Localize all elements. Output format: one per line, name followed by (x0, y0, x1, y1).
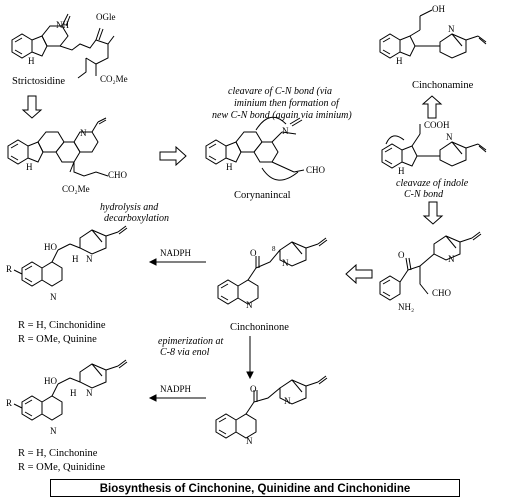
atom-n-amino: N (448, 254, 455, 264)
atom-n-quinoline-cinchonine: N (50, 426, 57, 436)
atom-h-acid: H (398, 166, 405, 176)
atom-cho-intermediate: CHO (108, 170, 128, 180)
reagent-nadph-top: NADPH (160, 248, 192, 258)
note-indole-line-1: cleavaze of indole (396, 178, 469, 189)
note-hydrolysis-line-1: hydrolysis and (100, 202, 159, 213)
atom-h-corynantheal: H (226, 162, 233, 172)
strictosidine-structure (11, 13, 115, 79)
atom-r-cinchonine: R (6, 398, 13, 408)
note-indole-line-2: C-N bond (404, 189, 444, 200)
atom-o-epimer: O (250, 384, 257, 394)
atom-ho-cinchonidine: HO (44, 242, 57, 252)
atom-h-cinchonidine: H (72, 254, 79, 264)
arrow-to-cinchoninone (345, 263, 373, 285)
amino-ketone-structure (379, 231, 482, 301)
cinchoninone-structure (217, 237, 328, 305)
atom-o-amino: O (398, 250, 405, 260)
note-epimerization-line-1: epimerization at (158, 336, 224, 347)
note-epimerization-line-2: C-8 via enol (160, 347, 210, 358)
arrow-to-amino-ketone (422, 201, 444, 225)
cinchonidine-structure (13, 225, 128, 287)
atom-co2me-intermediate: CO₂Me (62, 184, 90, 194)
atom-n-acid: N (446, 132, 453, 142)
corynantheal-structure (205, 116, 305, 181)
nadph-arrow-bottom (148, 394, 206, 402)
atom-h-cinchonamine: H (396, 56, 403, 66)
cinchoninone-epimer-structure (215, 375, 328, 439)
atom-n-quinoline-cinchoninone: N (246, 300, 253, 310)
atom-n-quinoline-cinchonidine: N (50, 292, 57, 302)
cinchonamine-structure (379, 9, 487, 59)
epimerization-arrow (246, 336, 254, 380)
atom-n-cinchonine: N (86, 388, 93, 398)
label-cinchoninone: Cinchoninone (230, 322, 289, 333)
atom-o-cinchoninone: O (250, 248, 257, 258)
atom-nh-strictosidine: NH (56, 20, 69, 30)
label-cinchonidine: R = H, Cinchonidine (18, 320, 106, 331)
atom-h-cinchonine: H (70, 388, 77, 398)
note-cleavage-line-2: iminium then formation of (234, 98, 339, 109)
atom-n-quinoline-epimer: N (246, 436, 253, 446)
cinchonine-structure (13, 359, 128, 421)
label-quinidine: R = OMe, Quinidine (18, 462, 105, 473)
note-cleavage-line-3: new C-N bond (again via iminium) (212, 110, 352, 121)
atom-cooh: COOH (424, 120, 450, 130)
reagent-nadph-bottom: NADPH (160, 384, 192, 394)
atom-c8-label: 8 (272, 245, 276, 253)
atom-nh2-amino: NH₂ (398, 302, 415, 312)
label-cinchonine: R = H, Cinchonine (18, 448, 98, 459)
figure-caption: Biosynthesis of Cinchonine, Quinidine an… (50, 479, 460, 497)
atom-co2me-strictosidine: CO₂Me (100, 74, 128, 84)
arrow-to-corynantheal (159, 145, 187, 167)
arrow-strictosidine-to-intermediate (21, 95, 43, 119)
atom-cho-corynantheal: CHO (306, 165, 326, 175)
label-quinine: R = OMe, Quinine (18, 334, 97, 345)
label-cinchonamine: Cinchonamine (412, 80, 474, 91)
atom-n-epimer: N (284, 396, 291, 406)
aldehyde-intermediate-structure (7, 117, 109, 177)
atom-n-intermediate: N (80, 128, 87, 138)
atom-n-corynantheal: N (282, 126, 289, 136)
arrow-to-cinchonamine (421, 95, 443, 119)
label-corynantheal: Corynanincal (234, 190, 291, 201)
atom-oh-cinchonamine: OH (432, 4, 445, 14)
atom-n-cinchonidine: N (86, 254, 93, 264)
indole-acid-intermediate-structure (381, 124, 487, 169)
note-cleavage-line-1: cleavare of C-N bond (via (228, 86, 333, 97)
atom-r-cinchonidine: R (6, 264, 13, 274)
atom-n-cinchonamine: N (448, 24, 455, 34)
atom-ho-cinchonine: HO (44, 376, 57, 386)
atom-h-intermediate: H (26, 162, 33, 172)
nadph-arrow-top (148, 258, 206, 266)
atom-h-strictosidine: H (28, 56, 35, 66)
atom-n-cinchoninone: N (282, 258, 289, 268)
atom-ogle: OGle (96, 12, 116, 22)
atom-cho-amino: CHO (432, 288, 452, 298)
label-strictosidine: Strictosidine (12, 76, 66, 87)
note-hydrolysis-line-2: decarboxylation (104, 213, 169, 224)
